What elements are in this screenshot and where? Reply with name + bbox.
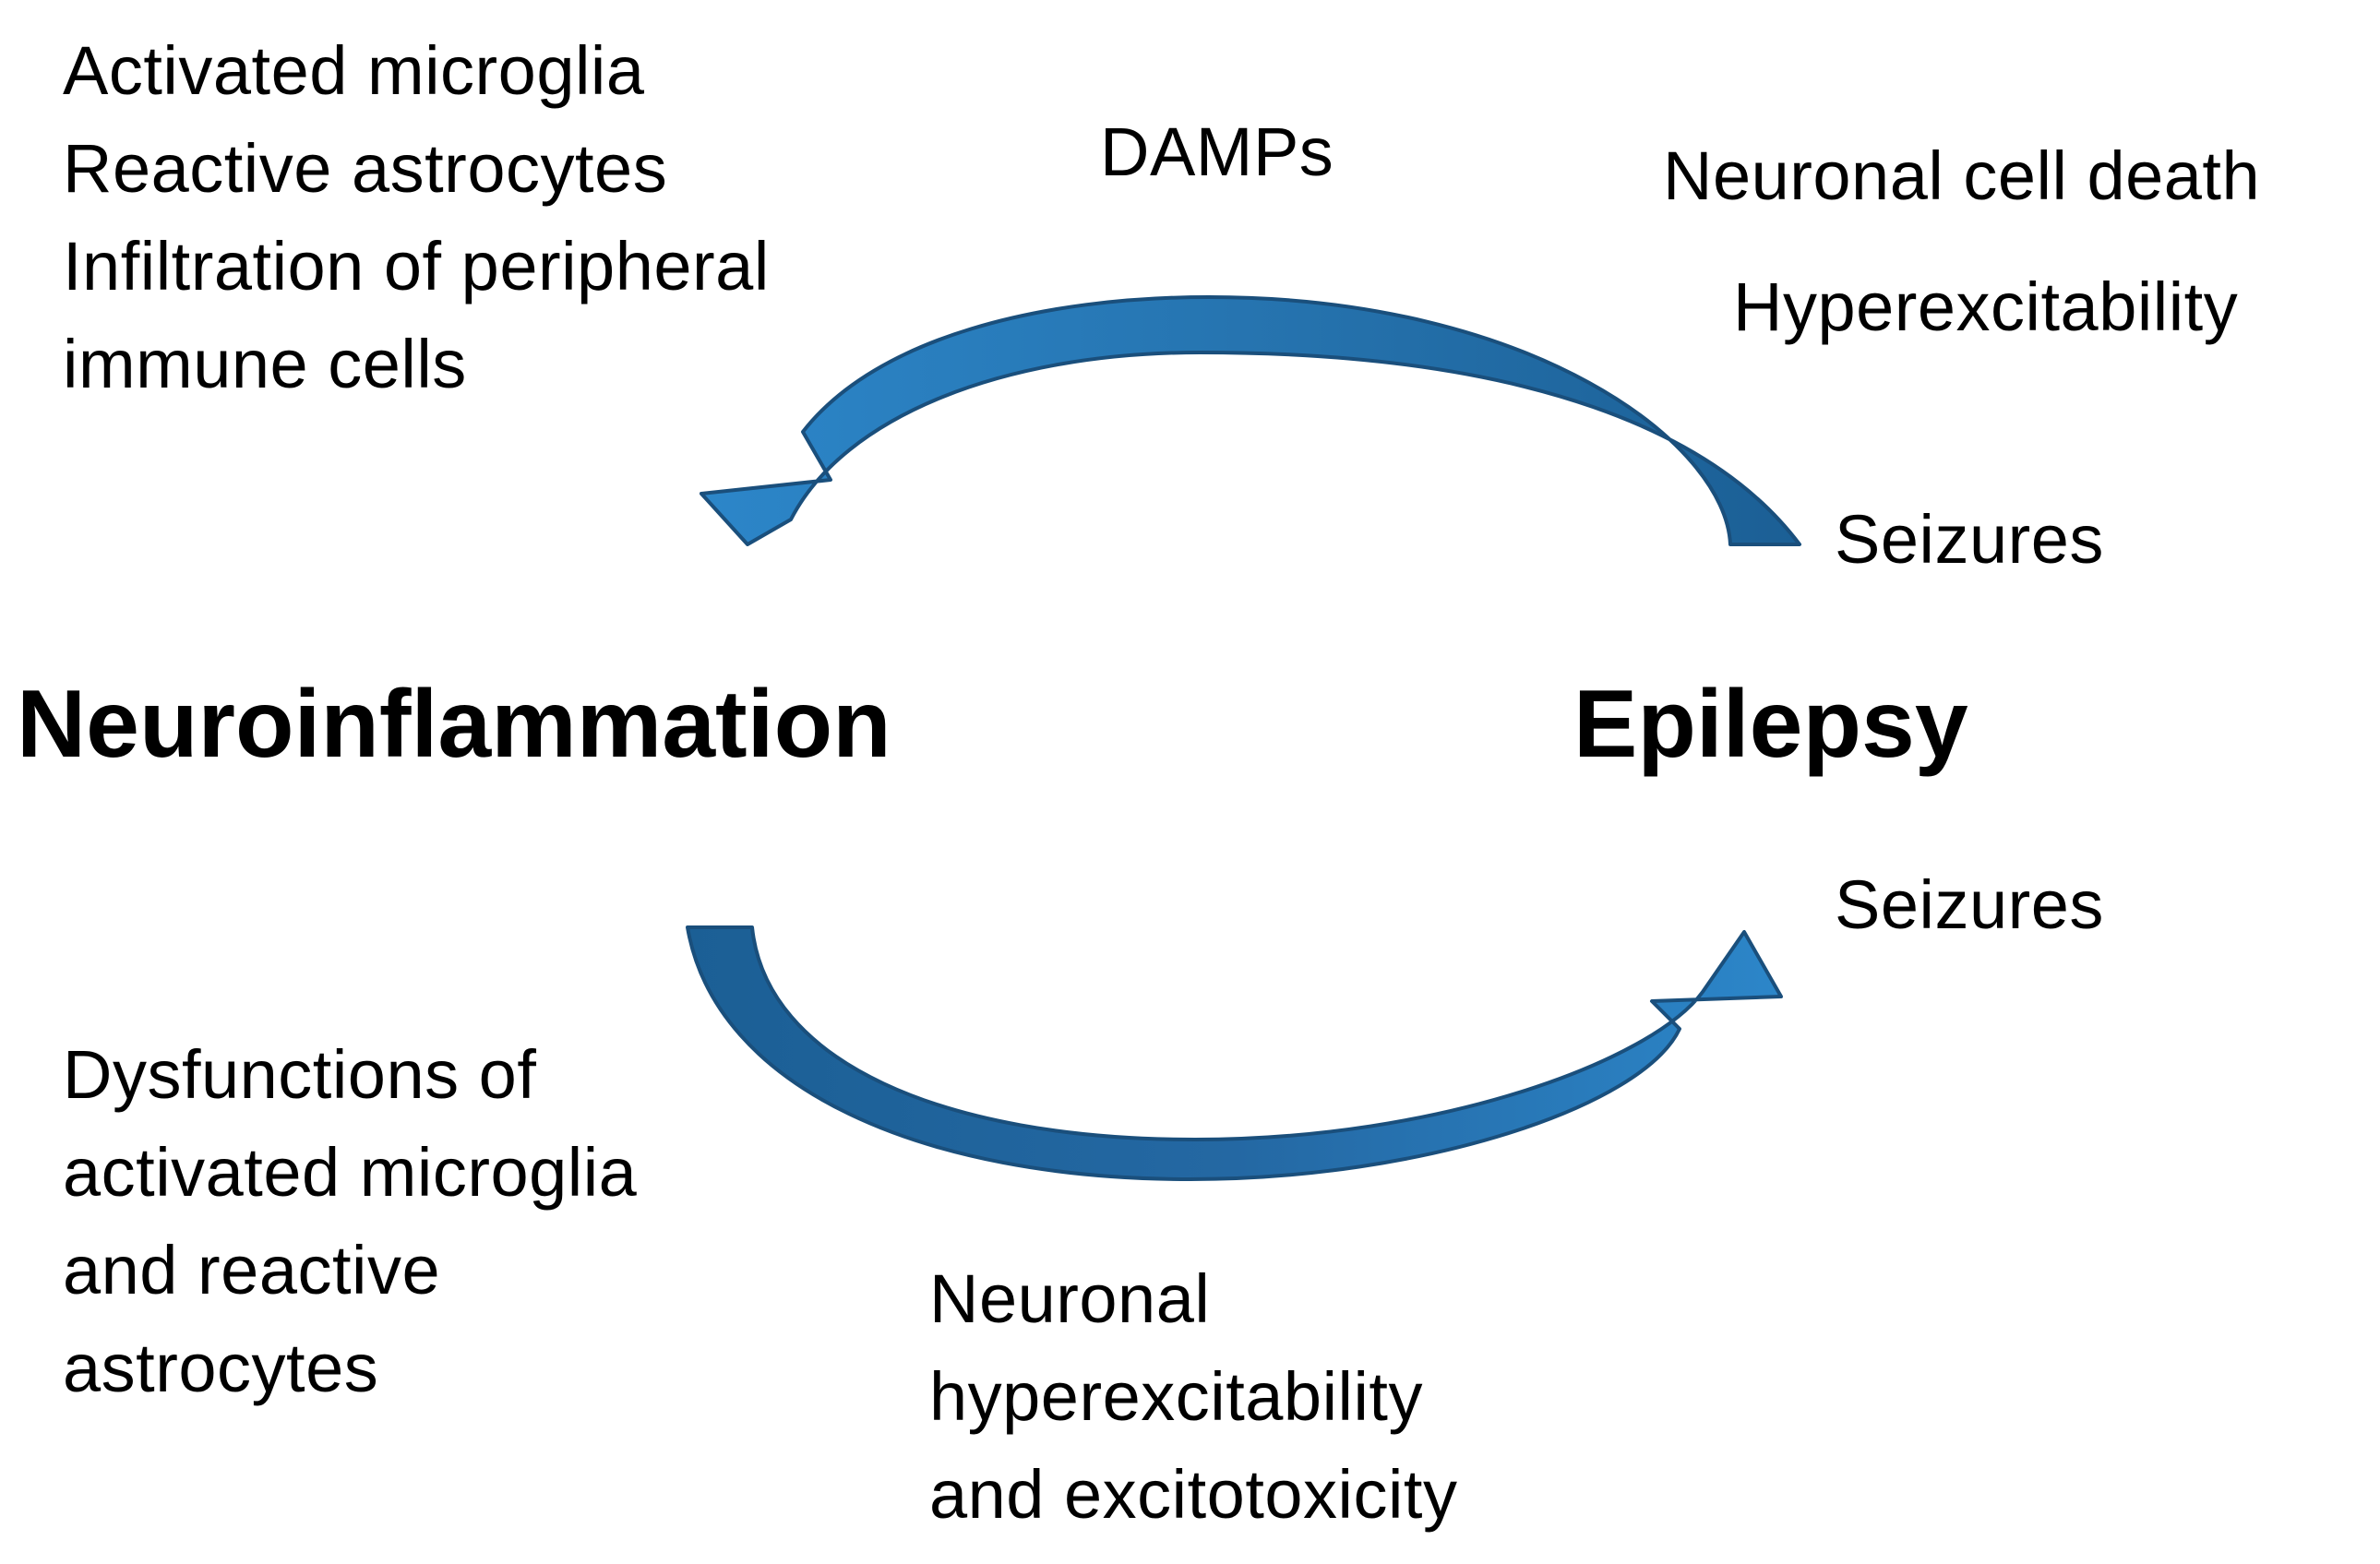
list-item: immune cells [63,326,467,402]
top-arrow-epilepsy-to-neuroinflammation [700,295,1801,546]
list-item: astrocytes [63,1330,379,1406]
list-item: Activated microglia [63,32,645,109]
top-right-hyperexcitability: Hyperexcitability [1733,269,2239,345]
list-item: Infiltration of peripheral [63,228,770,304]
top-left-list: Activated microglia Reactive astrocytes … [63,22,770,413]
list-item: activated microglia [63,1134,638,1211]
damps-label: DAMPs [1100,113,1334,190]
bottom-left-list: Dysfunctions of activated microglia and … [63,1026,637,1417]
list-item: Neuronal [929,1260,1211,1337]
list-item: hyperexcitability [929,1358,1423,1435]
top-right-neuronal-cell-death: Neuronal cell death [1663,137,2261,214]
list-item: Reactive astrocytes [63,130,668,207]
list-item: and excitotoxicity [929,1456,1458,1533]
top-seizures-label: Seizures [1835,501,2104,578]
list-item: and reactive [63,1232,441,1308]
epilepsy-label: Epilepsy [1573,671,1968,778]
bottom-seizures-label: Seizures [1835,866,2104,943]
bottom-center-list: Neuronal hyperexcitability and excitotox… [929,1250,1458,1544]
bottom-arrow-neuroinflammation-to-epilepsy [686,925,1783,1181]
neuroinflammation-label: Neuroinflammation [17,671,891,778]
list-item: Dysfunctions of [63,1036,537,1113]
